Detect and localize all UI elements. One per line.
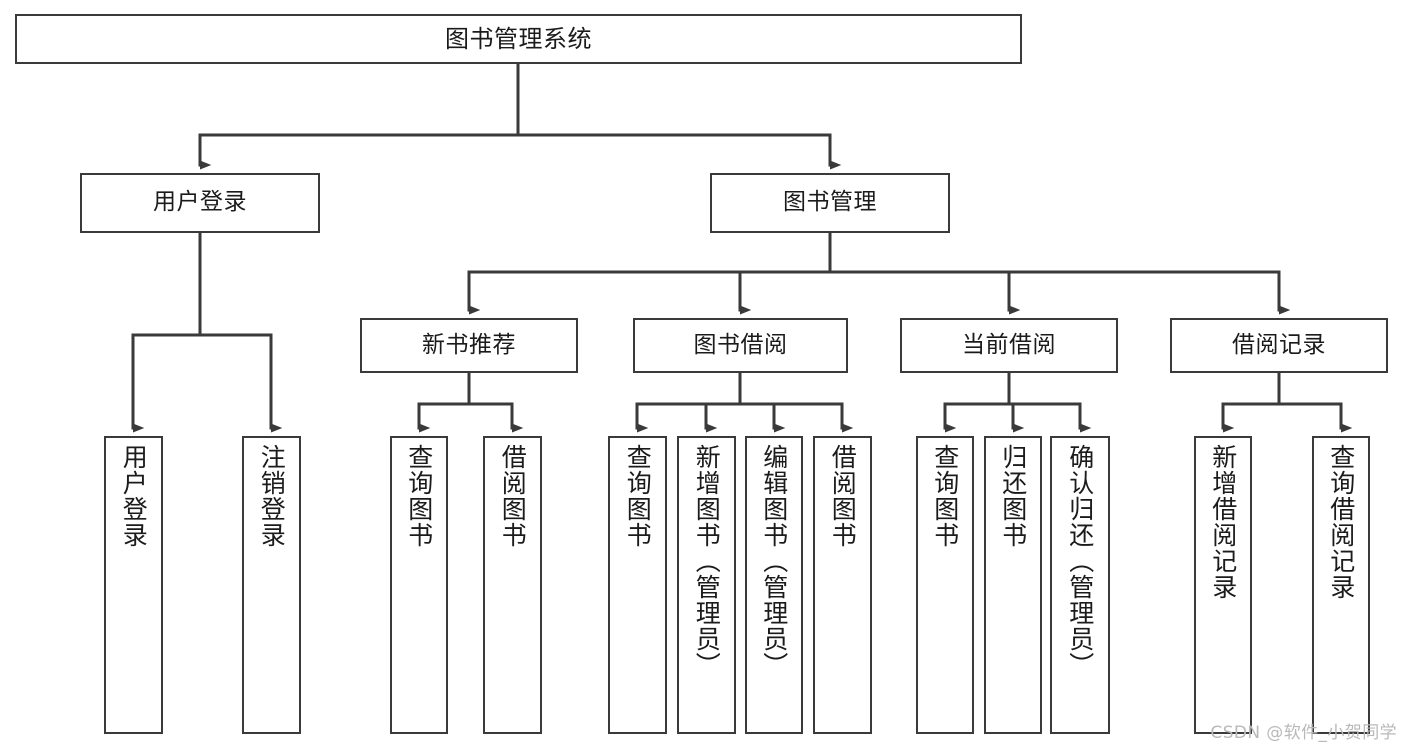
node-leaf-add-record[interactable]: 新增借阅记录 — [1194, 436, 1252, 734]
node-leaf-borrow-book-b-label: 借阅图书 — [828, 444, 858, 548]
node-leaf-query-record[interactable]: 查询借阅记录 — [1312, 436, 1370, 734]
node-leaf-borrow-book-b[interactable]: 借阅图书 — [813, 436, 872, 734]
node-current-borrow-label: 当前借阅 — [962, 331, 1056, 358]
node-book-manage-label: 图书管理 — [783, 189, 877, 216]
node-leaf-query-book-b[interactable]: 查询图书 — [608, 436, 667, 734]
node-leaf-confirm-return-label: 确认归还（管理员） — [1065, 444, 1095, 678]
node-borrow-record-label: 借阅记录 — [1232, 331, 1326, 358]
node-leaf-query-book-b-label: 查询图书 — [623, 444, 653, 548]
node-leaf-query-book-c-label: 查询图书 — [930, 444, 960, 548]
node-leaf-add-record-label: 新增借阅记录 — [1208, 444, 1238, 600]
node-leaf-query-record-label: 查询借阅记录 — [1326, 444, 1356, 600]
node-leaf-user-login[interactable]: 用户登录 — [104, 436, 163, 734]
node-leaf-user-login-label: 用户登录 — [119, 444, 149, 548]
node-book-manage[interactable]: 图书管理 — [710, 173, 950, 233]
node-user-login[interactable]: 用户登录 — [80, 173, 320, 233]
node-leaf-edit-book-label: 编辑图书（管理员） — [759, 444, 789, 678]
node-new-book-rec[interactable]: 新书推荐 — [360, 318, 578, 373]
node-leaf-query-book-rec-label: 查询图书 — [404, 444, 434, 548]
node-leaf-return-book[interactable]: 归还图书 — [984, 436, 1042, 734]
node-leaf-query-book-c[interactable]: 查询图书 — [916, 436, 974, 734]
node-leaf-edit-book[interactable]: 编辑图书（管理员） — [745, 436, 803, 734]
node-user-login-label: 用户登录 — [153, 189, 247, 216]
node-root[interactable]: 图书管理系统 — [15, 14, 1022, 64]
node-borrow-record[interactable]: 借阅记录 — [1170, 318, 1388, 373]
node-leaf-borrow-book-rec[interactable]: 借阅图书 — [483, 436, 542, 734]
node-new-book-rec-label: 新书推荐 — [422, 331, 516, 358]
node-leaf-logout-label: 注销登录 — [257, 444, 287, 548]
node-leaf-borrow-book-rec-label: 借阅图书 — [498, 444, 528, 548]
node-leaf-add-book[interactable]: 新增图书（管理员） — [677, 436, 736, 734]
node-leaf-query-book-rec[interactable]: 查询图书 — [390, 436, 448, 734]
node-current-borrow[interactable]: 当前借阅 — [900, 318, 1118, 373]
node-leaf-confirm-return[interactable]: 确认归还（管理员） — [1050, 436, 1110, 734]
node-root-label: 图书管理系统 — [445, 24, 592, 53]
node-book-borrow[interactable]: 图书借阅 — [633, 318, 848, 373]
node-leaf-add-book-label: 新增图书（管理员） — [692, 444, 722, 678]
watermark-label: CSDN @软件_小贺同学 — [1210, 723, 1397, 743]
node-leaf-logout[interactable]: 注销登录 — [242, 436, 301, 734]
node-book-borrow-label: 图书借阅 — [693, 331, 788, 358]
node-leaf-return-book-label: 归还图书 — [998, 444, 1028, 548]
